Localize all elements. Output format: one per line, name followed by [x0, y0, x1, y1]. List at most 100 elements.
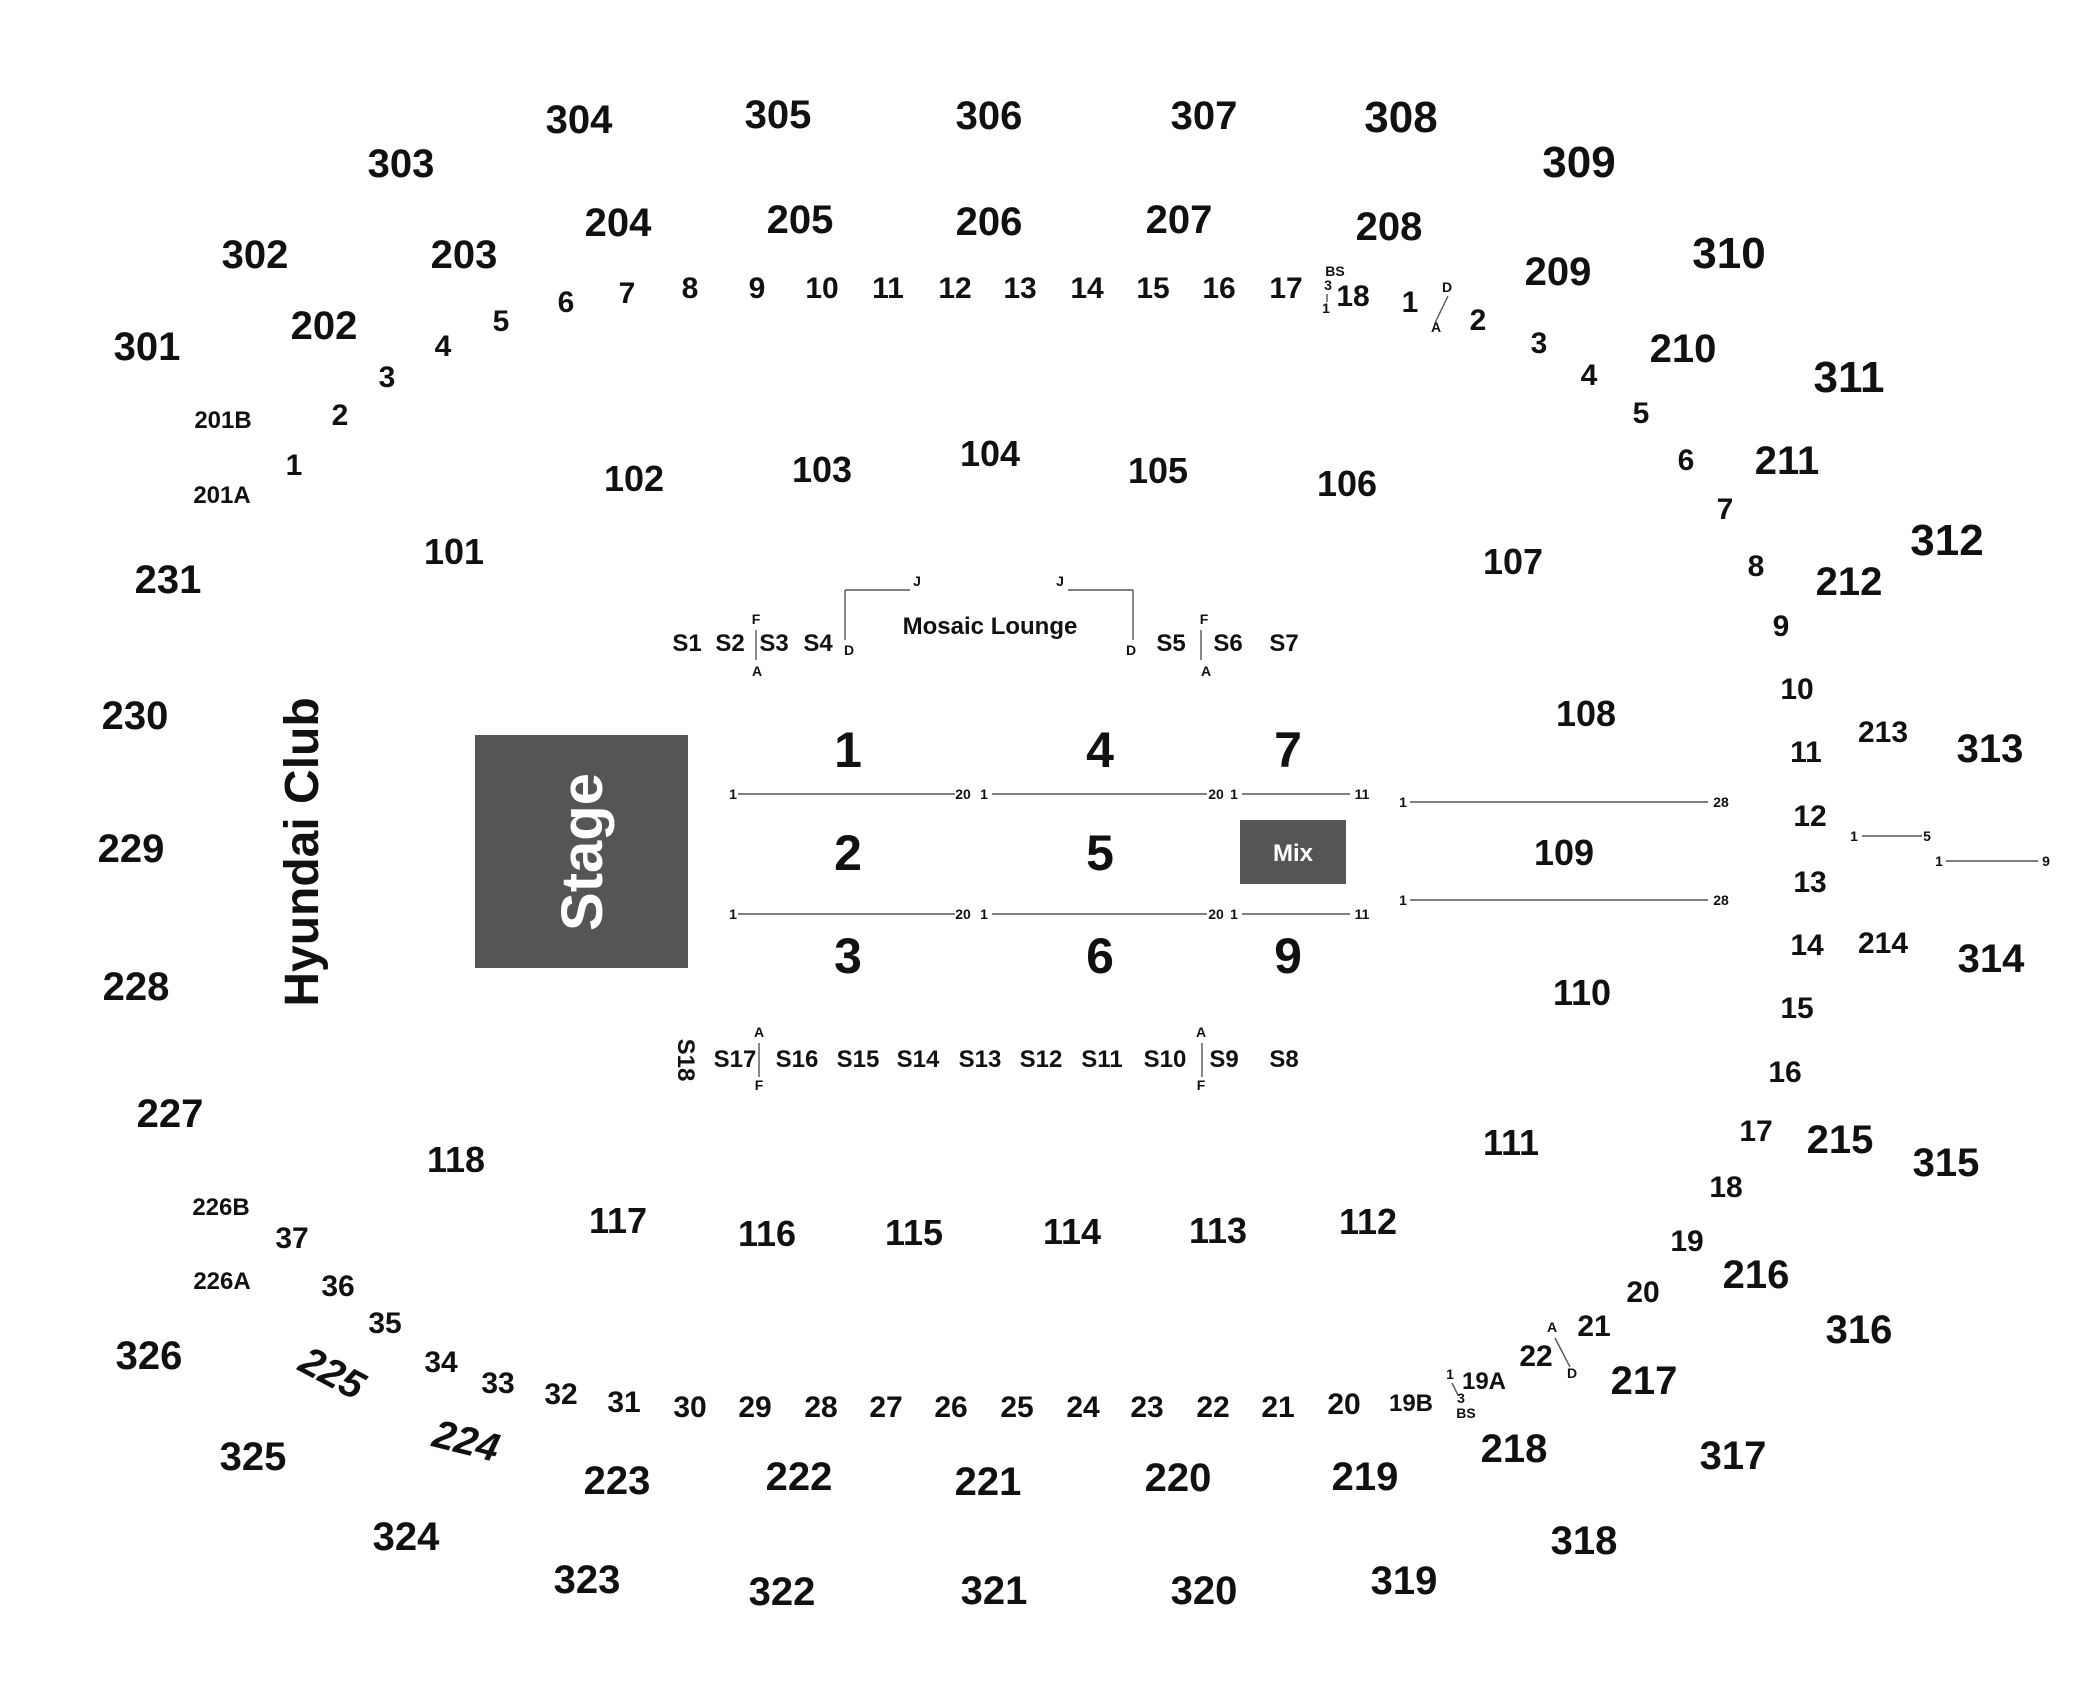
suite[interactable]: S16 — [776, 1046, 819, 1073]
loge-box[interactable]: 1 — [286, 449, 303, 482]
loge-box[interactable]: 35 — [368, 1307, 401, 1340]
section-100[interactable]: 109 — [1534, 832, 1594, 873]
loge-box[interactable]: 37 — [275, 1222, 308, 1255]
section-300[interactable]: 326 — [116, 1334, 183, 1378]
section-200[interactable]: 207 — [1146, 198, 1213, 242]
section-200[interactable]: 231 — [135, 558, 202, 602]
section-100[interactable]: 108 — [1556, 693, 1616, 734]
loge-box[interactable]: 14 — [1790, 929, 1824, 962]
section-200[interactable]: 210 — [1650, 327, 1717, 371]
section-200[interactable]: 216 — [1723, 1253, 1790, 1297]
loge-box[interactable]: 13 — [1003, 272, 1036, 305]
section-300[interactable]: 312 — [1910, 516, 1983, 565]
floor-section[interactable]: 4 — [1086, 722, 1114, 778]
section-300[interactable]: 325 — [220, 1435, 287, 1479]
suite[interactable]: S4 — [803, 630, 833, 657]
section-200[interactable]: 209 — [1525, 250, 1592, 294]
loge-box[interactable]: 21 — [1577, 1310, 1610, 1343]
loge-box[interactable]: 2 — [332, 399, 349, 432]
section-300[interactable]: 306 — [956, 94, 1023, 138]
section-300[interactable]: 319 — [1371, 1559, 1438, 1603]
loge-box[interactable]: 11 — [872, 272, 904, 305]
section-200[interactable]: 208 — [1356, 205, 1423, 249]
section-200[interactable]: 228 — [103, 965, 170, 1009]
section-100[interactable]: 107 — [1483, 541, 1543, 582]
suite[interactable]: S6 — [1213, 630, 1242, 657]
loge-box[interactable]: 20 — [1626, 1276, 1659, 1309]
section-200[interactable]: 211 — [1755, 439, 1820, 483]
loge-box[interactable]: 10 — [1780, 673, 1813, 706]
section-300[interactable]: 304 — [546, 98, 613, 142]
section-300[interactable]: 320 — [1171, 1569, 1238, 1613]
suite[interactable]: S10 — [1144, 1046, 1187, 1073]
floor-section[interactable]: 5 — [1086, 825, 1114, 881]
loge-box[interactable]: 10 — [805, 272, 838, 305]
section-200[interactable]: 206 — [956, 200, 1023, 244]
section-200[interactable]: 212 — [1816, 560, 1883, 604]
section-200[interactable]: 204 — [585, 201, 652, 245]
section-200[interactable]: 201B — [194, 407, 251, 434]
loge-box[interactable]: 16 — [1202, 272, 1235, 305]
loge-box[interactable]: 18 — [1709, 1171, 1742, 1204]
floor-section[interactable]: 3 — [834, 928, 862, 984]
suite[interactable]: S2 — [715, 630, 744, 657]
section-100[interactable]: 111 — [1483, 1122, 1539, 1163]
floor-section[interactable]: 6 — [1086, 928, 1114, 984]
suite[interactable]: S15 — [837, 1046, 880, 1073]
section-300[interactable]: 309 — [1542, 138, 1615, 187]
section-200[interactable]: 230 — [102, 694, 169, 738]
section-100[interactable]: 117 — [589, 1200, 647, 1241]
section-100[interactable]: 106 — [1317, 463, 1377, 504]
section-100[interactable]: 105 — [1128, 450, 1188, 491]
section-200[interactable]: 225 — [291, 1338, 372, 1409]
hyundai-club-label[interactable]: Hyundai Club — [276, 697, 329, 1006]
section-200[interactable]: 202 — [291, 304, 358, 348]
section-200[interactable]: 227 — [137, 1092, 204, 1136]
suite[interactable]: S12 — [1020, 1046, 1063, 1073]
loge-box[interactable]: 17 — [1739, 1115, 1772, 1148]
loge-box[interactable]: 24 — [1066, 1391, 1100, 1424]
section-200[interactable]: 219 — [1332, 1455, 1399, 1499]
loge-box[interactable]: 34 — [424, 1346, 458, 1379]
loge-box[interactable]: 19 — [1670, 1225, 1703, 1258]
section-300[interactable]: 322 — [749, 1570, 816, 1614]
section-100[interactable]: 118 — [427, 1139, 485, 1180]
section-200[interactable]: 224 — [427, 1412, 503, 1471]
section-300[interactable]: 315 — [1913, 1141, 1980, 1185]
suite[interactable]: S14 — [897, 1046, 940, 1073]
section-300[interactable]: 308 — [1364, 93, 1437, 142]
section-100[interactable]: 104 — [960, 433, 1020, 474]
loge-box[interactable]: 12 — [938, 272, 971, 305]
section-200[interactable]: 213 — [1858, 716, 1908, 749]
loge-box[interactable]: 13 — [1793, 866, 1826, 899]
loge-box[interactable]: 31 — [607, 1386, 640, 1419]
loge-box[interactable]: 5 — [1633, 397, 1650, 430]
section-200[interactable]: 226B — [192, 1194, 249, 1221]
loge-box[interactable]: 29 — [738, 1391, 771, 1424]
mosaic-lounge-label[interactable]: Mosaic Lounge — [903, 613, 1078, 640]
suite[interactable]: S18 — [672, 1039, 699, 1082]
section-200[interactable]: 226A — [193, 1268, 250, 1295]
suite[interactable]: S11 — [1081, 1046, 1122, 1073]
loge-box[interactable]: 27 — [869, 1391, 902, 1424]
section-200[interactable]: 217 — [1611, 1359, 1678, 1403]
section-200[interactable]: 203 — [431, 233, 498, 277]
loge-box[interactable]: 21 — [1261, 1391, 1294, 1424]
section-200[interactable]: 223 — [584, 1459, 651, 1503]
section-300[interactable]: 321 — [961, 1569, 1028, 1613]
loge-box[interactable]: 17 — [1269, 272, 1302, 305]
section-100[interactable]: 113 — [1189, 1210, 1247, 1251]
loge-box[interactable]: 33 — [481, 1367, 514, 1400]
section-300[interactable]: 323 — [554, 1558, 621, 1602]
section-300[interactable]: 303 — [368, 142, 435, 186]
loge-box[interactable]: 15 — [1780, 992, 1813, 1025]
section-300[interactable]: 313 — [1957, 727, 2024, 771]
loge-box[interactable]: 3 — [379, 361, 396, 394]
section-300[interactable]: 301 — [114, 325, 181, 369]
section-300[interactable]: 305 — [745, 93, 812, 137]
loge-box[interactable]: 19A — [1462, 1368, 1506, 1395]
section-100[interactable]: 102 — [604, 458, 664, 499]
suite[interactable]: S7 — [1269, 630, 1298, 657]
loge-box[interactable]: 2 — [1470, 304, 1487, 337]
loge-box[interactable]: 20 — [1327, 1388, 1360, 1421]
